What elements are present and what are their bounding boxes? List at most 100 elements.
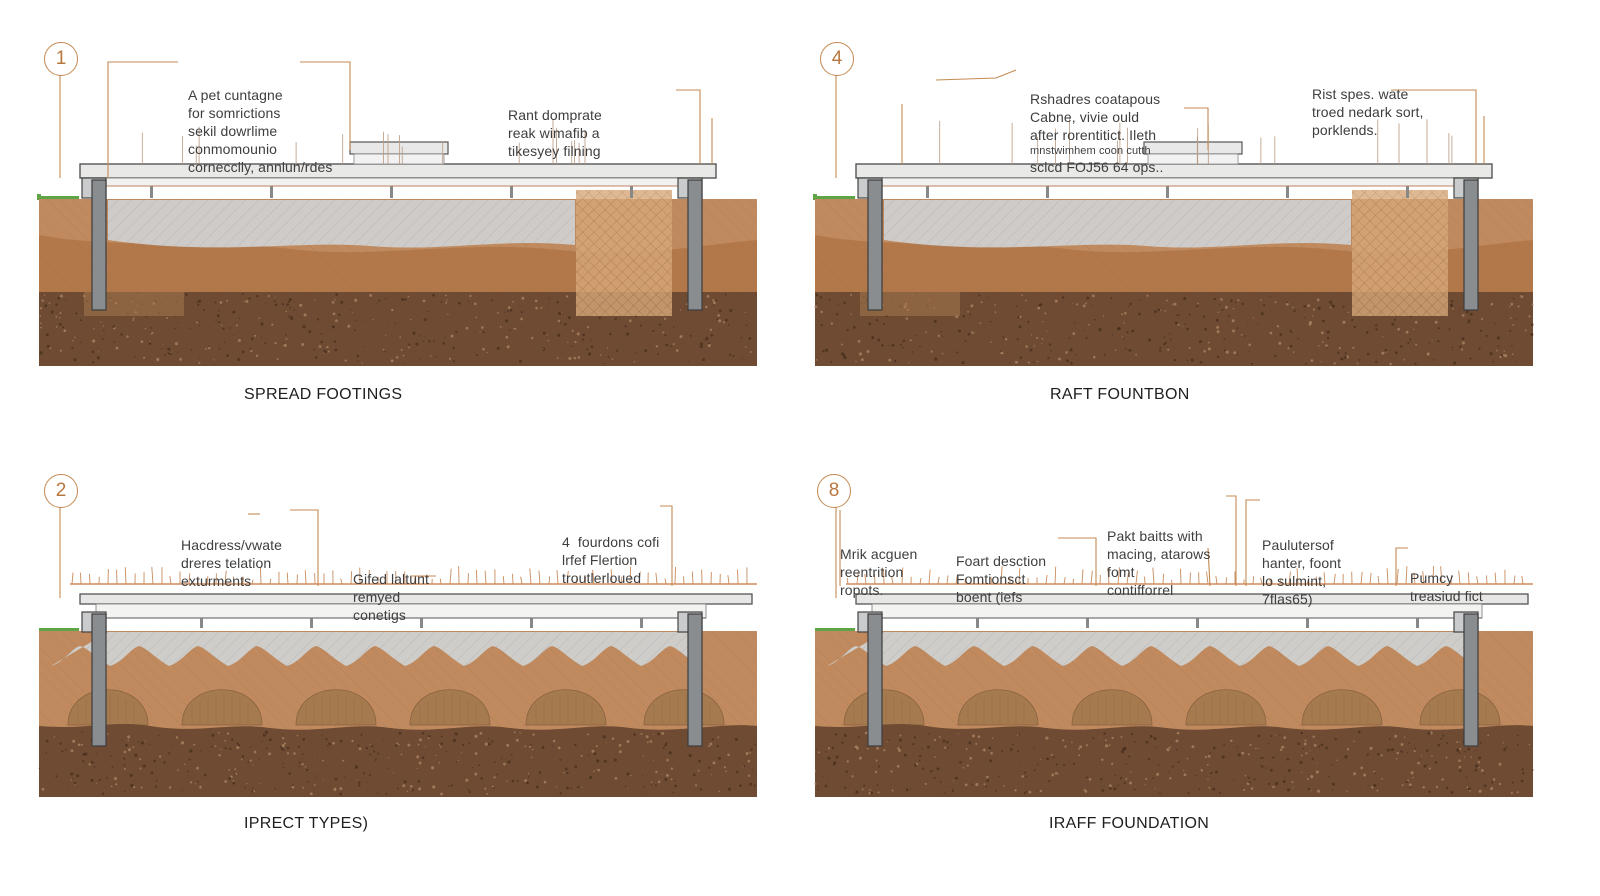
surface-tuft: [1476, 576, 1479, 585]
surface-tuft: [592, 569, 595, 585]
slab-tie: [1306, 618, 1309, 628]
arch-pile: [525, 689, 607, 726]
surface-tuft: [919, 577, 922, 585]
pier: [867, 179, 883, 311]
surface-tuft: [188, 573, 191, 585]
surface-tuft: [1117, 567, 1120, 585]
surface-tuft: [538, 570, 541, 585]
surface-tuft: [1413, 572, 1416, 585]
surface-tuft: [990, 577, 993, 585]
slab-tie: [1286, 186, 1289, 198]
fill-hatch: [884, 200, 1351, 248]
grass-line: [39, 628, 79, 631]
fill-hatch: [827, 632, 1476, 666]
surface-tuft: [856, 572, 859, 585]
slab-tie: [640, 618, 643, 628]
surface-tuft: [683, 576, 685, 585]
surface-tuft: [232, 576, 235, 585]
surface-tuft: [1000, 566, 1003, 585]
surface-tuft: [1063, 577, 1066, 585]
surface-tuft: [1152, 567, 1155, 585]
surface-tuft: [1360, 571, 1363, 585]
soil-texture: [38, 730, 757, 796]
deep-soil-layer: [815, 724, 1533, 797]
slab-tie: [530, 618, 533, 628]
surface-tuft: [520, 576, 523, 585]
slab-tie: [630, 186, 633, 198]
surface-tuft: [1288, 571, 1291, 585]
surface-tuft: [1315, 576, 1318, 585]
step-number-badge: 2: [44, 474, 78, 508]
grass-line: [39, 196, 79, 199]
slab-tie: [390, 186, 393, 198]
footing-block: [576, 190, 672, 316]
leader-line: [290, 509, 319, 586]
surface-tuft: [1252, 576, 1255, 585]
equipment-base: [353, 153, 445, 165]
pier: [687, 179, 703, 311]
surface-tuft: [260, 567, 262, 585]
surface-tuft: [1521, 575, 1524, 585]
spread-footings-cross-section: [37, 61, 757, 366]
footing-block: [1352, 190, 1448, 316]
surface-tuft: [251, 579, 254, 585]
surface-tuft: [937, 576, 940, 585]
arch-pile: [409, 689, 491, 726]
arch-pile: [1071, 689, 1153, 726]
surface-tuft: [422, 576, 425, 585]
surface-tuft: [439, 578, 442, 585]
surface-tuft: [1225, 577, 1228, 585]
surface-tuft: [224, 570, 227, 585]
surface-tuft: [1458, 570, 1461, 585]
surface-tuft: [1018, 568, 1021, 585]
slab-underlayer: [95, 177, 701, 187]
grass-line: [815, 196, 855, 199]
surface-tuft: [1467, 572, 1470, 585]
surface-tuft: [88, 573, 91, 585]
surface-tuft: [1386, 568, 1389, 585]
surface-tuft: [664, 578, 667, 585]
arch-pile: [1301, 689, 1383, 726]
arch-pile: [957, 689, 1039, 726]
surface-tuft: [629, 566, 632, 585]
raft-foundation-alt-cross-section: [814, 495, 1534, 797]
slab-tie: [270, 186, 273, 198]
surface-tuft: [610, 569, 613, 585]
surface-tuft: [1494, 572, 1497, 585]
leader-line: [300, 61, 351, 150]
surface-tuft: [566, 570, 569, 585]
surface-tuft: [1206, 571, 1209, 585]
surface-tuft: [1296, 568, 1299, 585]
surface-tuft: [151, 566, 154, 585]
leader-line: [107, 61, 178, 178]
surface-tuft: [529, 568, 532, 585]
surface-tuft: [1323, 572, 1326, 585]
pier: [687, 613, 703, 747]
leader-line: [1058, 537, 1097, 586]
surface-tuft: [1162, 573, 1165, 585]
surface-tuft: [286, 572, 289, 585]
deep-soil-layer: [39, 724, 757, 797]
surface-tuft: [1126, 572, 1129, 585]
panel-caption: RAFT FOUNTBON: [1050, 386, 1190, 403]
equipment-box: [349, 141, 449, 155]
surface-tuft: [955, 574, 958, 585]
surface-tuft: [584, 576, 587, 585]
surface-tuft: [1396, 568, 1399, 585]
step-number-badge: 8: [817, 474, 851, 508]
leader-line: [1245, 499, 1260, 586]
surface-tuft: [1333, 573, 1336, 585]
pier: [1463, 613, 1479, 747]
